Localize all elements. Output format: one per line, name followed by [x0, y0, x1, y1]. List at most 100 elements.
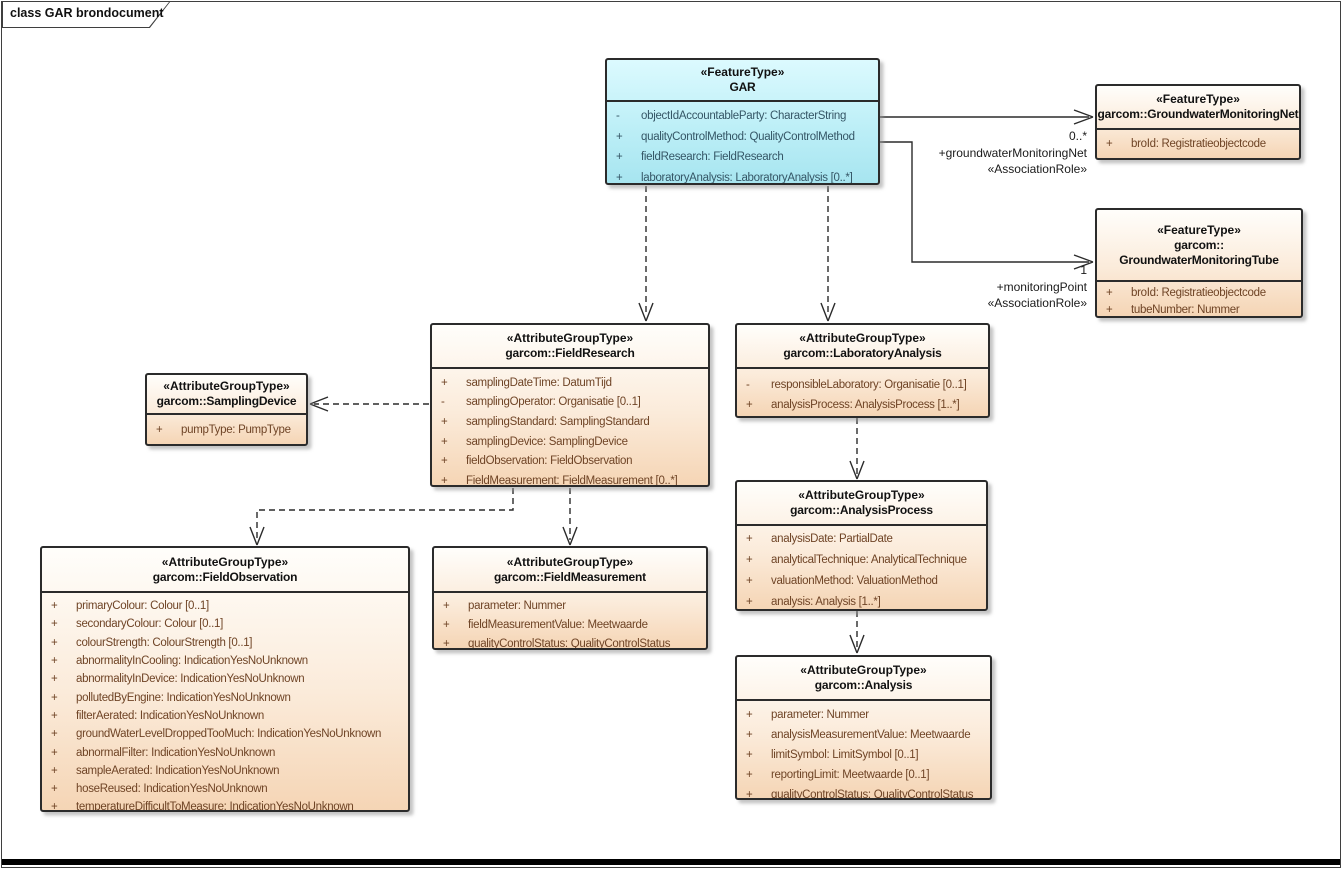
attribute-row[interactable]: +samplingDevice: SamplingDevice: [432, 432, 708, 452]
visibility-marker: +: [746, 709, 753, 721]
visibility-marker: +: [51, 801, 58, 812]
attribute-row[interactable]: +analysisProcess: AnalysisProcess [1..*]: [737, 395, 988, 415]
attribute-row[interactable]: + abnormalityInCooling: IndicationYesNoUn…: [42, 652, 408, 670]
attribute-row[interactable]: +colourStrength: ColourStrength [0..1]: [42, 634, 408, 652]
attribute-row[interactable]: + groundWaterLevelDroppedTooMuch: Indicat…: [42, 725, 408, 743]
attribute-row[interactable]: + qualityControlStatus: QualityControlSta…: [737, 785, 990, 800]
visibility-marker: +: [51, 618, 58, 631]
stereotype-label: «FeatureType»: [700, 65, 785, 79]
class-groundwater-monitoring-tube[interactable]: «FeatureType» garcom:: GroundwaterMonito…: [1095, 208, 1303, 318]
attribute-text: FieldMeasurement: FieldMeasurement [0..*…: [466, 474, 678, 487]
attribute-row[interactable]: +samplingDateTime: DatumTijd: [432, 373, 708, 393]
attribute-row[interactable]: -samplingOperator: Organisatie [0..1]: [432, 393, 708, 413]
connector-gar-to-fieldresearch[interactable]: [638, 186, 654, 322]
connector-laboratoryanalysis-to-analysisprocess[interactable]: [849, 418, 865, 480]
class-name: garcom::FieldResearch: [505, 346, 635, 360]
visibility-marker: +: [441, 376, 448, 389]
attribute-row[interactable]: +analyticalTechnique: AnalyticalTechniqu…: [737, 550, 986, 571]
class-sampling-device[interactable]: «AttributeGroupType» garcom::SamplingDev…: [145, 373, 308, 446]
class-gar[interactable]: «FeatureType» GAR -objectIdAccountablePa…: [605, 58, 880, 185]
connector-gar-to-laboratoryanalysis[interactable]: [820, 186, 836, 322]
attribute-row[interactable]: +secondaryColour: Colour [0..1]: [42, 615, 408, 633]
attribute-text: valuationMethod: ValuationMethod: [771, 574, 938, 587]
visibility-marker: +: [51, 655, 58, 668]
attribute-row[interactable]: +pollutedByEngine: IndicationYesNoUnknow…: [42, 688, 408, 706]
diagram-tab-fill: [3, 2, 169, 27]
visibility-marker: +: [746, 789, 753, 800]
attribute-row[interactable]: +parameter: Nummer: [737, 705, 990, 725]
attribute-row[interactable]: +samplingStandard: SamplingStandard: [432, 412, 708, 432]
stereotype-label: «FeatureType»: [1156, 92, 1240, 106]
attribute-text: qualityControlStatus: QualityControlStat…: [771, 789, 974, 800]
visibility-marker: +: [51, 709, 58, 722]
attribute-row[interactable]: +hoseReused: IndicationYesNoUnknown: [42, 780, 408, 798]
attribute-row[interactable]: -responsibleLaboratory: Organisatie [0..…: [737, 375, 988, 395]
visibility-marker: +: [441, 455, 448, 468]
attribute-row[interactable]: +pumpType: PumpType: [147, 419, 306, 441]
visibility-marker: +: [443, 599, 450, 612]
attribute-row[interactable]: +broId: Registratieobjectcode: [1097, 133, 1299, 155]
attribute-row[interactable]: +laboratoryAnalysis: LaboratoryAnalysis …: [607, 168, 878, 183]
attribute-row[interactable]: +primaryColour: Colour [0..1]: [42, 597, 408, 615]
attribute-row[interactable]: +fieldMeasurementValue: Meetwaarde: [434, 615, 706, 634]
attribute-row[interactable]: +abnormalityInDevice: IndicationYesNoUnk…: [42, 670, 408, 688]
visibility-marker: +: [51, 764, 58, 777]
attribute-row[interactable]: +valuationMethod: ValuationMethod: [737, 571, 986, 592]
association-net-labels: 0..* +groundwaterMonitoringNet «Associat…: [800, 128, 1087, 178]
visibility-marker: +: [51, 728, 58, 741]
visibility-marker: +: [51, 746, 58, 759]
attribute-row[interactable]: +analysisMeasurementValue: Meetwaarde: [737, 725, 990, 745]
attribute-row[interactable]: +analysisDate: PartialDate: [737, 529, 986, 550]
attribute-row[interactable]: +sampleAerated: IndicationYesNoUnknown: [42, 762, 408, 780]
attribute-row[interactable]: +fieldResearch: FieldResearch: [607, 147, 878, 168]
visibility-marker: +: [616, 130, 623, 143]
class-laboratory-analysis[interactable]: «AttributeGroupType» garcom::LaboratoryA…: [735, 323, 990, 418]
attribute-text: groundWaterLevelDroppedTooMuch: Indicati…: [76, 728, 382, 741]
class-analysis-process[interactable]: «AttributeGroupType» garcom::AnalysisPro…: [735, 480, 988, 611]
attribute-text: analysisMeasurementValue: Meetwaarde: [771, 729, 971, 741]
stereotype-label: «AttributeGroupType»: [161, 554, 289, 569]
class-field-observation[interactable]: «AttributeGroupType» garcom::FieldObserv…: [40, 546, 410, 812]
visibility-marker: -: [746, 379, 750, 391]
attribute-row[interactable]: +analysis: Analysis [1..*]: [737, 591, 986, 609]
association-tube-labels: 1 +monitoringPoint «AssociationRole»: [800, 262, 1087, 312]
attribute-text: broId: Registratieobjectcode: [1131, 286, 1266, 299]
attribute-row[interactable]: +abnormalFilter: IndicationYesNoUnknown: [42, 743, 408, 761]
attribute-text: abnormalityInCooling: IndicationYesNoUnk…: [76, 655, 308, 668]
class-name: garcom::LaboratoryAnalysis: [783, 346, 942, 360]
visibility-marker: +: [441, 435, 448, 448]
attribute-list: +parameter: Nummer+fieldMeasurementValue…: [434, 593, 706, 648]
attribute-row[interactable]: +fieldObservation: FieldObservation: [432, 451, 708, 471]
attribute-text: analysisDate: PartialDate: [771, 533, 893, 546]
diagram-bottom-border: [2, 859, 1340, 865]
connector-fieldresearch-to-fieldobservation[interactable]: [249, 488, 514, 546]
connector-analysisprocess-to-analysis[interactable]: [849, 611, 865, 654]
class-field-research[interactable]: «AttributeGroupType» garcom::FieldResear…: [430, 323, 710, 487]
attribute-row[interactable]: +parameter: Nummer: [434, 596, 706, 615]
attribute-row[interactable]: +limitSymbol: LimitSymbol [0..1]: [737, 745, 990, 765]
visibility-marker: +: [441, 474, 448, 487]
connector-fieldresearch-to-fieldmeasurement[interactable]: [562, 488, 578, 546]
connector-gar-to-net[interactable]: [880, 109, 1094, 125]
attribute-text: limitSymbol: LimitSymbol [0..1]: [771, 749, 919, 761]
attribute-row[interactable]: + FieldMeasurement: FieldMeasurement [0..…: [432, 471, 708, 487]
class-name: garcom::AnalysisProcess: [790, 503, 933, 517]
attribute-row[interactable]: +tubeNumber: Nummer: [1097, 301, 1301, 316]
connector-gar-to-tube[interactable]: [880, 141, 1094, 270]
class-field-measurement[interactable]: «AttributeGroupType» garcom::FieldMeasur…: [432, 546, 708, 650]
attribute-row[interactable]: +broId: Registratieobjectcode: [1097, 284, 1301, 301]
visibility-marker: +: [51, 600, 58, 613]
class-analysis[interactable]: «AttributeGroupType» garcom::Analysis +p…: [735, 655, 992, 800]
attribute-row[interactable]: -objectIdAccountableParty: CharacterStri…: [607, 106, 878, 127]
attribute-row[interactable]: +qualityControlStatus: QualityControlSta…: [434, 635, 706, 648]
attribute-row[interactable]: +temperatureDifficultToMeasure: Indicati…: [42, 798, 408, 812]
attribute-row[interactable]: +qualityControlMethod: QualityControlMet…: [607, 127, 878, 148]
attribute-row[interactable]: +reportingLimit: Meetwaarde [0..1]: [737, 765, 990, 785]
class-groundwater-monitoring-net[interactable]: «FeatureType» garcom::GroundwaterMonitor…: [1095, 84, 1301, 160]
connector-fieldresearch-to-samplingdevice[interactable]: [309, 396, 429, 412]
visibility-marker: +: [746, 595, 753, 608]
attribute-text: colourStrength: ColourStrength [0..1]: [76, 636, 253, 649]
attribute-row[interactable]: +filterAerated: IndicationYesNoUnknown: [42, 707, 408, 725]
visibility-marker: +: [746, 399, 753, 411]
